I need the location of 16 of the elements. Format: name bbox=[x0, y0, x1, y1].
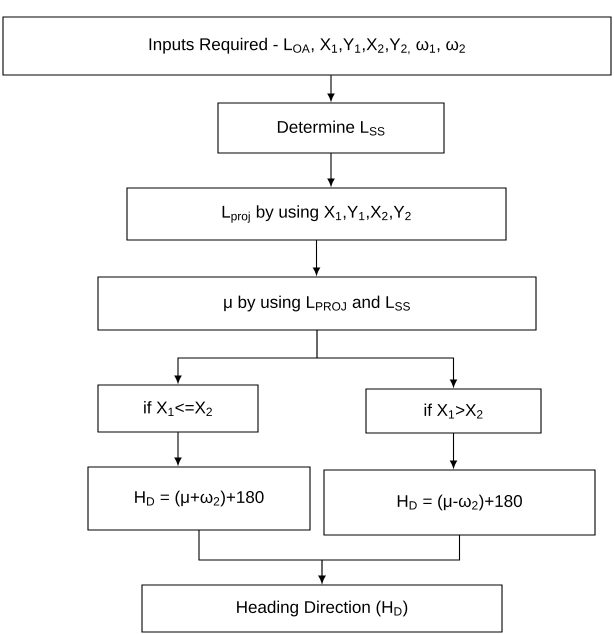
arrow bbox=[174, 432, 182, 466]
process-box: H$_{D}$ = (μ-ω$_{2}$)+180 bbox=[323, 469, 596, 536]
arrow bbox=[318, 536, 460, 584]
process-box: Inputs Required - L$_{OA}$, X$_{1}$,Y$_{1}$,X$_{2}$,Y$_{2,}$ ω$_{1}$, ω$_{2}$ bbox=[2, 16, 612, 76]
process-box: Heading Direction (H$_{D}$) bbox=[141, 584, 503, 633]
process-box: Determine L$_{SS}$ bbox=[217, 102, 445, 154]
arrow bbox=[328, 154, 334, 186]
arrow bbox=[313, 240, 320, 276]
condition-box: if X$_{1}$>X$_{2}$ bbox=[365, 388, 542, 434]
arrow bbox=[450, 434, 457, 468]
condition-box: if X$_{1}$<=X$_{2}$ bbox=[97, 384, 259, 433]
arrow bbox=[328, 76, 334, 102]
process-box: L$_{proj}$ by using X$_{1}$,Y$_{1}$,X$_{2}$,Y$_{2}$ bbox=[126, 187, 507, 241]
arrow bbox=[316, 330, 457, 388]
process-box: μ by using L$_{PROJ}$ and L$_{SS}$ bbox=[97, 276, 537, 331]
process-box: H$_{D}$ = (μ+ω$_{2}$)+180 bbox=[87, 466, 311, 531]
